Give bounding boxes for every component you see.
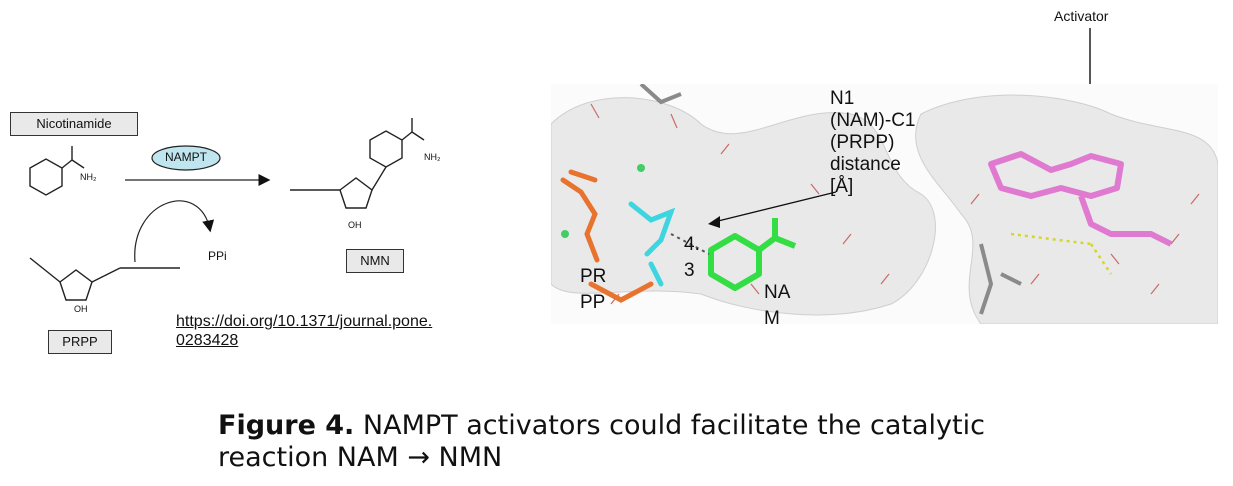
nam-molecule <box>708 218 797 291</box>
prpp-structure-label: PR PP <box>580 264 606 316</box>
distance-annotation: N1 (NAM)-C1 (PRPP) distance [Å] <box>830 88 916 198</box>
reaction-scheme-drawing <box>29 118 425 301</box>
nam-structure-label: NA M <box>764 280 790 332</box>
activator-molecule <box>988 151 1173 247</box>
nicotinamide-structure <box>29 146 85 196</box>
oh-label: OH <box>348 220 362 230</box>
hydrogen-bonds <box>1010 232 1113 275</box>
protein-residues <box>639 84 1022 315</box>
activator-label: Activator <box>1054 8 1109 24</box>
distance-value-2: 3 <box>684 260 695 281</box>
distance-line-1: N1 <box>830 88 855 109</box>
oh-label: OH <box>74 304 88 314</box>
figure-label: Figure 4. <box>218 410 355 441</box>
nampt-enzyme-ellipse <box>151 145 221 171</box>
doi-line-1: https://doi.org/10.1371/journal.pone. <box>176 313 433 330</box>
distance-line-3: (PRPP) <box>830 132 895 153</box>
prpp-structure <box>29 257 180 301</box>
distance-line-2: (NAM)-C1 <box>830 110 916 131</box>
prpp-label-2: PP <box>580 292 606 313</box>
nampt-label: NAMPT <box>165 150 207 164</box>
prpp-label-1: PR <box>580 266 607 287</box>
distance-value: 4. 3 <box>684 232 700 284</box>
distance-value-1: 4. <box>684 234 700 255</box>
protein-structure-image <box>551 84 1218 324</box>
distance-arrow <box>708 191 837 228</box>
protein-surface <box>551 84 1218 324</box>
amide-label: NH₂ <box>80 172 97 182</box>
ppi-label: PPi <box>208 249 227 263</box>
distance-line-5: [Å] <box>830 176 854 197</box>
doi-line-2: 0283428 <box>176 332 239 349</box>
nmn-amide-label: NH₂ <box>424 152 441 162</box>
figure-caption: Figure 4. NAMPT activators could facilit… <box>218 410 985 474</box>
doi-link[interactable]: https://doi.org/10.1371/journal.pone. 02… <box>176 312 432 350</box>
caption-line-2: reaction NAM → NMN <box>218 442 503 473</box>
prpp-molecule <box>560 169 676 303</box>
nam-label-1: NA <box>764 282 791 303</box>
nmn-label: NMN <box>346 249 404 273</box>
prpp-label: PRPP <box>48 330 112 354</box>
nicotinamide-label: Nicotinamide <box>10 112 138 136</box>
caption-line-1: NAMPT activators could facilitate the ca… <box>362 410 985 441</box>
nmn-structure <box>290 118 425 209</box>
distance-line-4: distance <box>830 154 901 175</box>
nam-label-2: M <box>764 308 780 329</box>
